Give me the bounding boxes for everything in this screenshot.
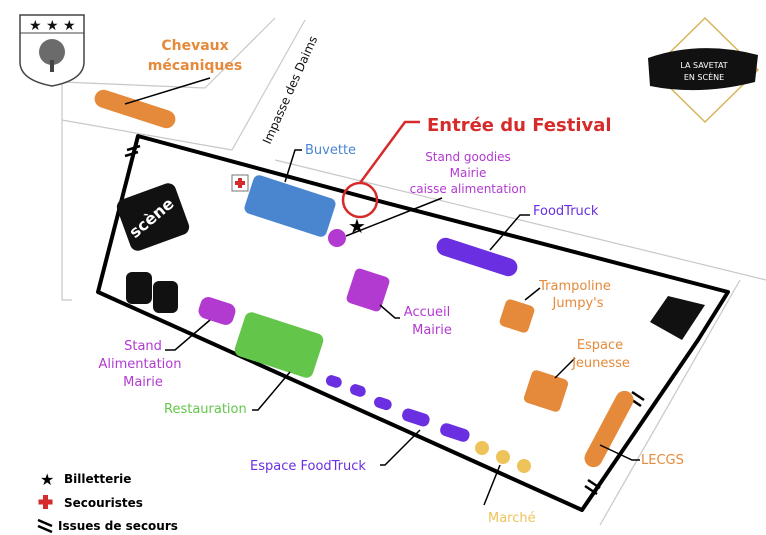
legend-billetterie: Billetterie: [64, 472, 131, 486]
leader-line: [380, 429, 421, 466]
restauration-zone: [234, 312, 324, 378]
goodies-label: Stand goodies: [425, 150, 511, 164]
stand-alimentation-label: Stand: [124, 339, 162, 354]
foodtruck-pill: [349, 384, 366, 397]
marche-zone: [475, 441, 531, 473]
leader-line: [284, 149, 302, 183]
market-stall: [496, 450, 510, 464]
chevaux-label: mécaniques: [148, 58, 242, 74]
black-block: [153, 281, 178, 313]
espace-jeunesse-label: Espace: [577, 338, 623, 353]
star-icon: ★: [46, 18, 59, 34]
accueil-label: Accueil: [404, 305, 450, 320]
foodtruck-pill: [325, 375, 342, 388]
market-stall: [475, 441, 489, 455]
espace-jeunesse-zone: [523, 370, 569, 412]
chevaux-label: Chevaux: [161, 38, 228, 54]
espace-foodtruck-label: Espace FoodTruck: [250, 459, 366, 474]
buvette-label: Buvette: [305, 143, 356, 158]
festival-logo-text: EN SCÈNE: [684, 71, 724, 82]
star-icon: ★: [29, 18, 42, 34]
foodtruck-pill: [440, 423, 470, 442]
stand-alimentation-label: Mairie: [123, 375, 163, 390]
legend-issues: Issues de secours: [58, 519, 178, 533]
stand-alimentation-label: Alimentation: [99, 357, 182, 372]
stand-alimentation-zone: [198, 297, 236, 325]
road-edge-6: [599, 279, 741, 526]
ticketing-star-icon: ★: [348, 214, 366, 238]
exit-mark: [587, 478, 601, 490]
first-aid-icon: [38, 495, 53, 509]
leader-line: [554, 357, 576, 379]
lecgs-label: LECGS: [641, 453, 684, 468]
black-block: [650, 296, 705, 340]
espace-foodtruck-zone: [325, 375, 470, 442]
leader-line: [345, 197, 443, 237]
festival-logo-text: LA SAVETAT: [680, 61, 727, 70]
leader-line: [599, 444, 640, 461]
exit-mark: [631, 390, 645, 402]
foodtruck-label: FoodTruck: [533, 204, 599, 219]
trampoline-label: Jumpy's: [551, 296, 603, 311]
stage-zone: [116, 183, 190, 251]
foodtruck-zone: [436, 237, 518, 277]
ticketing-star-icon: ★: [40, 470, 54, 489]
foodtruck-pill: [402, 408, 430, 427]
star-icon: ★: [63, 18, 76, 34]
marche-label: Marché: [488, 511, 536, 526]
legend: ★ Billetterie Secouristes Issues de seco…: [37, 470, 178, 534]
goodies-label: Mairie: [450, 166, 487, 180]
exit-mark: [584, 484, 598, 496]
road-edge-5: [61, 119, 233, 151]
festival-logo: LA SAVETAT EN SCÈNE: [648, 16, 760, 124]
accueil-zone: [346, 268, 390, 312]
entrance-label: Entrée du Festival: [427, 115, 612, 136]
espace-jeunesse-label: Jeunesse: [571, 356, 630, 371]
leader-line: [124, 77, 211, 105]
leader-line: [489, 214, 530, 251]
leader-line: [483, 464, 501, 506]
first-aid-icon: [231, 174, 249, 192]
leader-line: [252, 371, 291, 411]
restauration-label: Restauration: [164, 402, 247, 417]
chevaux-mecaniques-zone: [94, 89, 176, 129]
emergency-exit-icon: [37, 518, 53, 534]
town-logo: ★ ★ ★: [19, 14, 85, 87]
road-edge-4: [61, 81, 206, 89]
leader-line: [358, 120, 420, 184]
lecgs-zone: [584, 390, 634, 468]
leader-line: [379, 304, 400, 319]
emergency-exit-marks: [124, 144, 645, 496]
market-stall: [517, 459, 531, 473]
legend-secouristes: Secouristes: [64, 496, 143, 510]
exit-mark: [126, 144, 141, 152]
accueil-label: Mairie: [412, 323, 452, 338]
trampoline-label: Trampoline: [538, 279, 611, 294]
festival-enclosure: [96, 134, 730, 512]
goodies-label: caisse alimentation: [410, 182, 527, 196]
trampoline-zone: [499, 299, 535, 333]
road-edge-1: [204, 17, 276, 89]
brush-stroke-icon: [648, 48, 758, 91]
road-edge-left: [61, 82, 72, 301]
exit-mark: [124, 150, 139, 158]
street-label: Impasse des Daims: [260, 34, 320, 146]
black-block: [126, 272, 152, 304]
roads: [61, 17, 766, 526]
tree-icon: [39, 39, 65, 65]
goodies-stand-zone: [328, 229, 346, 247]
leader-line: [524, 287, 541, 301]
foodtruck-pill: [374, 396, 392, 411]
road-edge-3: [274, 159, 766, 281]
road-edge-2: [231, 19, 306, 151]
buvette-zone: [244, 175, 336, 237]
leader-line: [165, 319, 211, 351]
